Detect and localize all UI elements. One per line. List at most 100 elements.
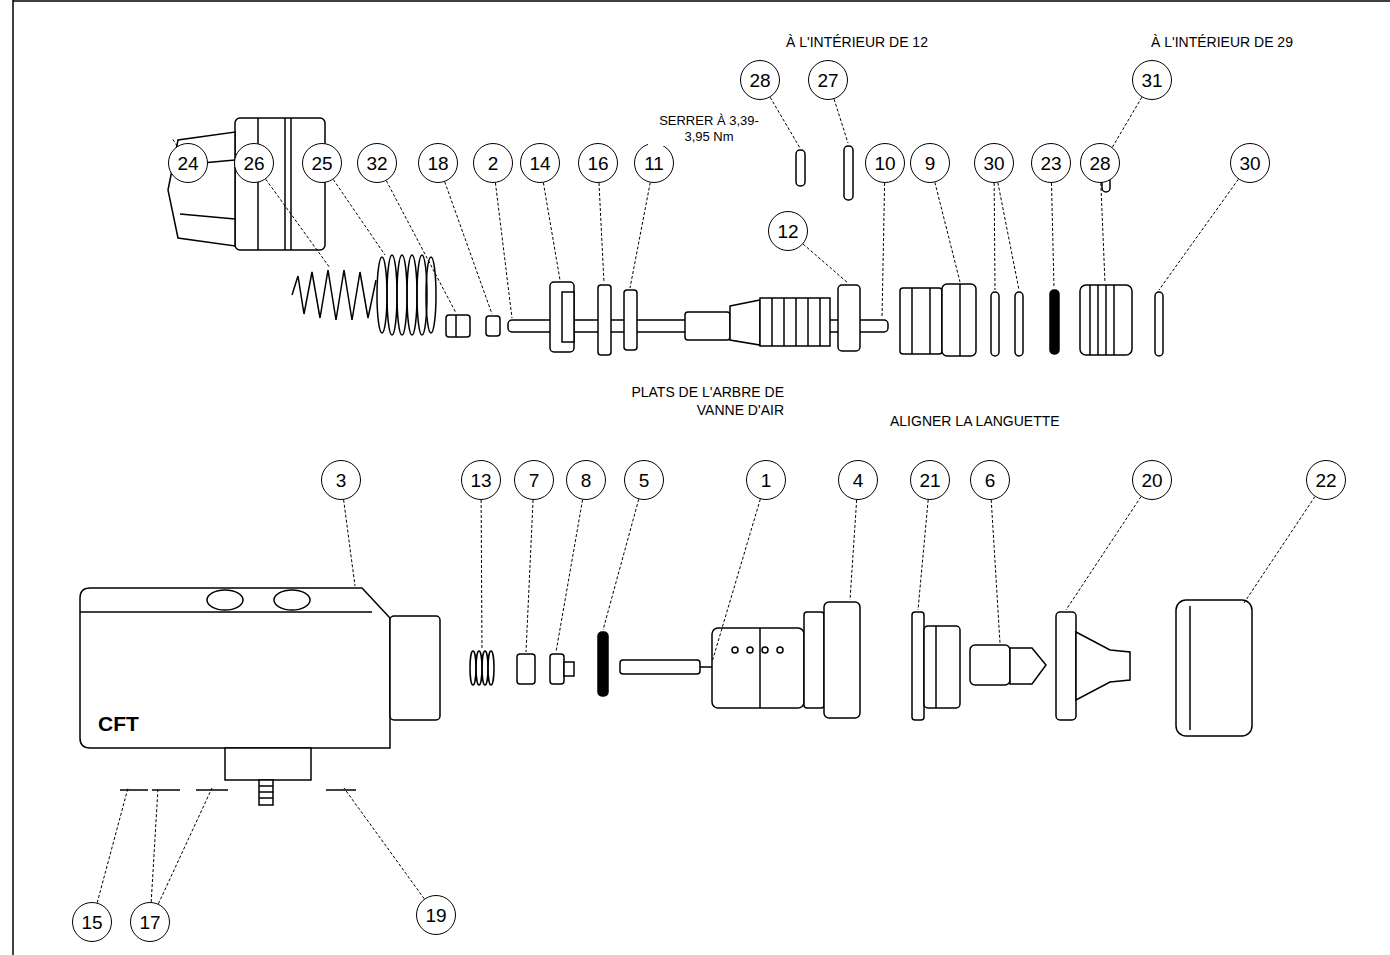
- small-seal-part: [196, 789, 228, 791]
- nut-part: [446, 315, 470, 337]
- callout-number: 15: [81, 913, 102, 932]
- fitting-part: [929, 288, 931, 354]
- leader-line: [994, 183, 996, 290]
- leader-line: [1159, 179, 1238, 290]
- valve-shaft-part: [819, 298, 821, 346]
- o-ring-part: [1050, 290, 1059, 354]
- valve-body-part: [80, 588, 390, 748]
- valve-shaft-part: [508, 282, 888, 355]
- cap-nut-part: [235, 118, 325, 250]
- valve-shaft-part: [624, 290, 637, 350]
- cartridge-part: [712, 628, 804, 708]
- cover-part: [1189, 606, 1191, 730]
- callout-number: 9: [925, 154, 936, 173]
- cap-nut-part: [168, 132, 235, 246]
- callout-circle: 13: [461, 460, 501, 500]
- leader-line: [603, 499, 639, 630]
- callout-circle: 28: [740, 60, 780, 100]
- callout-circle: 11: [634, 143, 674, 183]
- leader-line: [556, 500, 583, 652]
- callout-circle: 22: [1306, 460, 1346, 500]
- callout-number: 18: [427, 154, 448, 173]
- cone-spring-part: [292, 270, 376, 320]
- valve-body-part: [259, 797, 273, 799]
- callout-circle: 14: [520, 143, 560, 183]
- cap-nut-part: [284, 118, 286, 250]
- callout-circle: 17: [130, 902, 170, 942]
- small-seal-part: [120, 789, 148, 791]
- callout-circle: 19: [416, 895, 456, 935]
- valve-shaft-part: [730, 300, 760, 345]
- note-label: ALIGNER LA LANGUETTE: [890, 413, 1060, 431]
- callout-circle: 24: [168, 143, 208, 183]
- piston-part: [1105, 285, 1107, 355]
- valve-body-part: [207, 590, 243, 610]
- leader-line: [1066, 497, 1141, 610]
- frame: [12, 0, 14, 955]
- callout-number: 28: [749, 71, 770, 90]
- leader-line: [1051, 183, 1054, 288]
- fitting-part: [942, 284, 976, 356]
- diaphragm-part: [924, 626, 960, 708]
- callout-number: 14: [529, 154, 550, 173]
- leader-line: [151, 788, 158, 902]
- callout-circle: 2: [473, 143, 513, 183]
- cone-spring-part: [292, 270, 376, 320]
- fitting-part: [900, 288, 942, 354]
- callout-circle: 1: [746, 460, 786, 500]
- brand-label: CFT: [98, 711, 139, 737]
- callout-number: 7: [529, 471, 540, 490]
- leader-line: [599, 183, 604, 283]
- callout-circle: 6: [970, 460, 1010, 500]
- piston-part: [1113, 285, 1115, 355]
- nut-part: [486, 316, 500, 336]
- callout-number: 25: [311, 154, 332, 173]
- valve-shaft-part: [685, 312, 730, 340]
- callout-circle: 8: [566, 460, 606, 500]
- callout-circle: 10: [865, 143, 905, 183]
- leader-line: [998, 183, 1019, 290]
- callout-circle: 31: [1132, 60, 1172, 100]
- nut-part: [455, 315, 457, 337]
- seat-part: [550, 654, 564, 684]
- leader-line: [266, 179, 330, 268]
- cap-nut-part: [290, 118, 292, 250]
- callout-number: 11: [644, 154, 664, 173]
- seat-part: [598, 632, 608, 696]
- coil-spring-part: [377, 257, 387, 333]
- note-label: À L'INTÉRIEUR DE 12: [786, 34, 928, 52]
- o-ring-part: [991, 290, 1163, 356]
- leader-line: [172, 138, 177, 146]
- callout-circle: 23: [1031, 143, 1071, 183]
- leader-line: [481, 500, 483, 650]
- cartridge-part: [762, 647, 768, 653]
- valve-body-part: [80, 588, 440, 805]
- cartridge-part: [804, 612, 824, 708]
- valve-shaft-part: [838, 285, 860, 351]
- callout-circle: 27: [808, 60, 848, 100]
- coil-spring-part: [377, 255, 436, 335]
- valve-shaft-part: [598, 285, 611, 355]
- leader-line: [1244, 497, 1315, 603]
- valve-body-part: [259, 785, 273, 787]
- leader-line: [543, 183, 560, 280]
- callout-number: 4: [853, 471, 864, 490]
- piston-part: [1080, 285, 1132, 355]
- leader-line: [712, 499, 760, 662]
- leader-line: [770, 97, 800, 148]
- leader-line: [882, 183, 885, 318]
- note-label: À L'INTÉRIEUR DE 29: [1151, 34, 1293, 52]
- callout-number: 10: [874, 154, 895, 173]
- leader-line: [803, 244, 848, 283]
- callout-number: 17: [139, 913, 160, 932]
- coil-spring-part: [387, 255, 397, 335]
- small-ring-part: [844, 146, 853, 200]
- coil-spring-part: [426, 257, 436, 333]
- callout-circle: 12: [768, 211, 808, 251]
- callout-number: 22: [1315, 471, 1336, 490]
- cap-nut-part: [180, 214, 235, 219]
- callout-circle: 28: [1080, 143, 1120, 183]
- valve-body-part: [274, 590, 310, 610]
- callout-number: 31: [1141, 71, 1162, 90]
- callout-number: 26: [243, 154, 264, 173]
